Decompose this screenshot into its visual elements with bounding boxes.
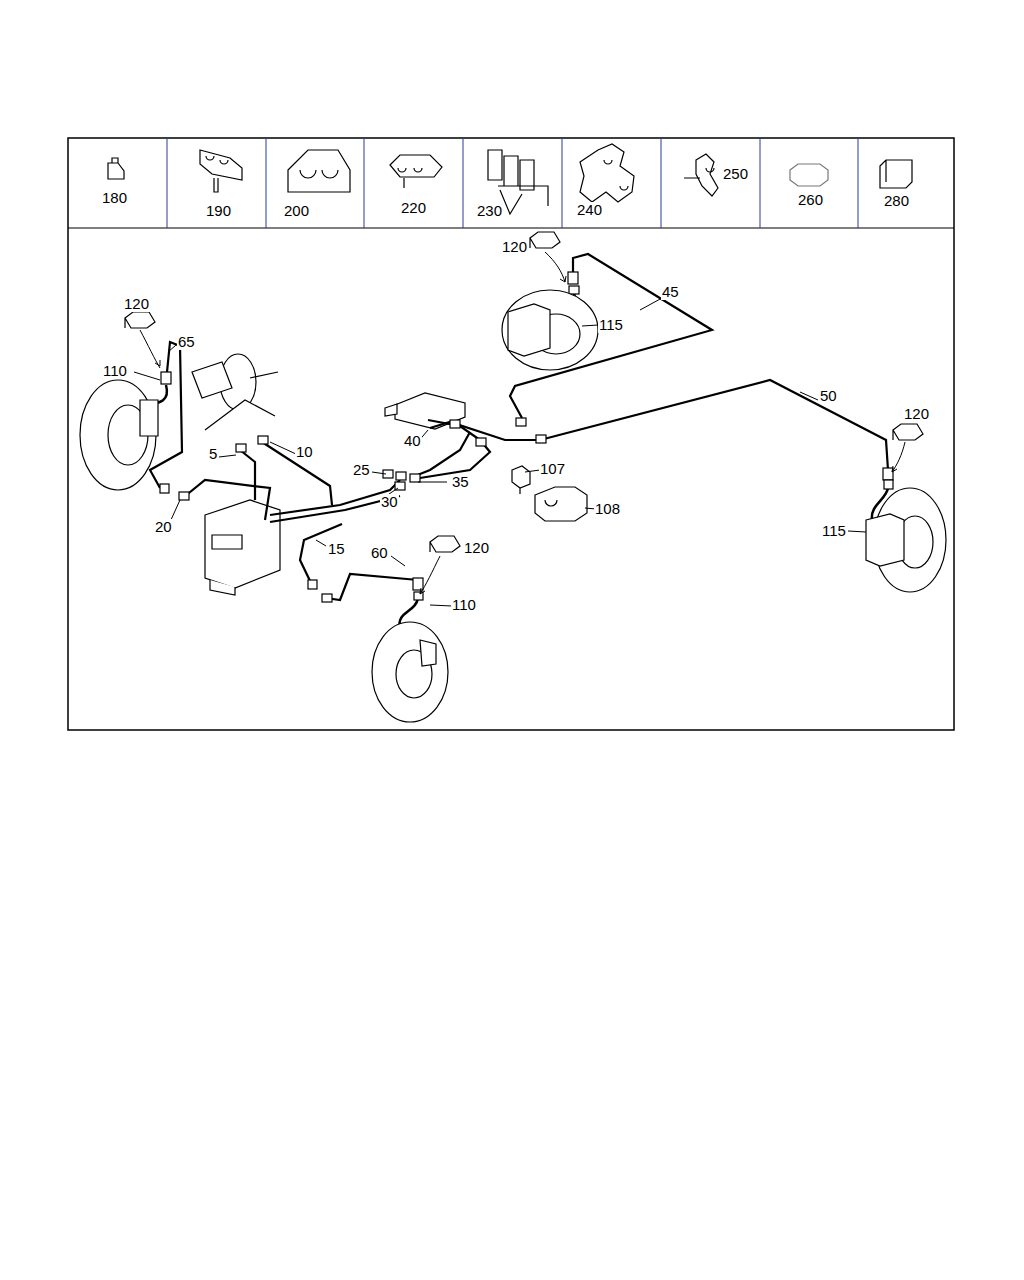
callout-number: 120 — [501, 239, 528, 255]
callout-number: 120 — [903, 406, 930, 422]
distributor-valve — [385, 393, 465, 429]
master-cylinder — [205, 500, 280, 595]
callout-number: 60 — [370, 545, 389, 561]
brake-pipes — [150, 254, 888, 600]
callout-number: 260 — [797, 192, 824, 208]
callout-number: 230 — [476, 203, 503, 219]
callout-number: 190 — [205, 203, 232, 219]
frame — [68, 138, 954, 730]
callout-number: 40 — [403, 433, 422, 449]
callout-number: 115 — [598, 317, 624, 333]
callout-number: 35 — [451, 474, 470, 490]
callout-number: 200 — [283, 203, 310, 219]
leader-lines — [134, 252, 905, 606]
callout-number: 15 — [327, 541, 346, 557]
callout-number: 240 — [576, 202, 603, 218]
brake-hoses — [141, 292, 888, 642]
callout-number: 120 — [463, 540, 490, 556]
hose-ends — [161, 272, 893, 600]
callout-number: 108 — [594, 501, 621, 517]
callout-number: 65 — [177, 334, 196, 350]
callout-number: 25 — [352, 462, 371, 478]
callout-number: 107 — [539, 461, 566, 477]
callout-number: 110 — [451, 597, 477, 613]
callout-number: 30 — [380, 494, 399, 510]
pipe-fittings — [160, 418, 546, 602]
cell-dividers — [167, 138, 858, 228]
header-rule — [68, 227, 954, 228]
callout-number: 220 — [400, 200, 427, 216]
hose-brackets — [125, 232, 923, 552]
callout-number: 250 — [722, 166, 749, 182]
callout-number: 120 — [123, 296, 150, 312]
brake-discs — [80, 290, 946, 722]
callout-number: 50 — [819, 388, 838, 404]
callout-number: 115 — [821, 523, 847, 539]
callout-number: 110 — [102, 363, 128, 379]
callout-number: 280 — [883, 193, 910, 209]
callout-number: 20 — [154, 519, 173, 535]
callout-number: 5 — [208, 446, 218, 462]
callout-number: 10 — [295, 444, 314, 460]
callout-number: 180 — [101, 190, 128, 206]
callout-number: 45 — [661, 284, 680, 300]
brake-booster — [192, 354, 278, 430]
